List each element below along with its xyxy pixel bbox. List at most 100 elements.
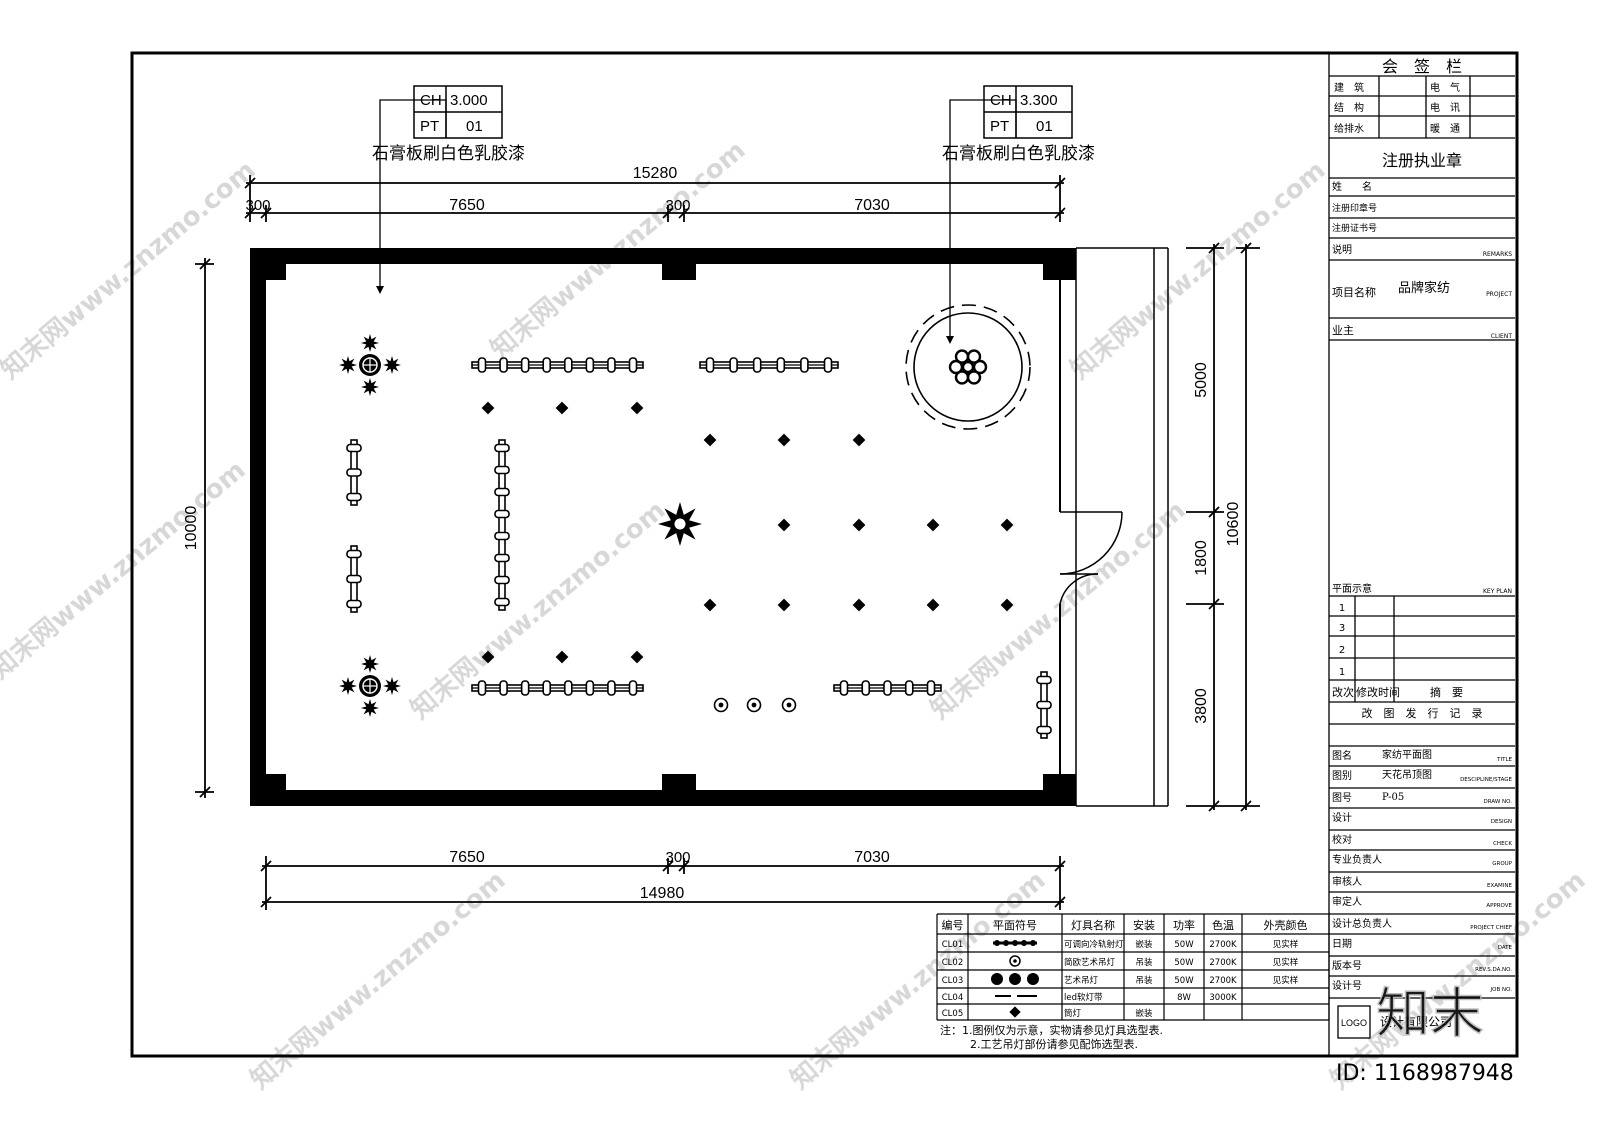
dim-bottom-seg-2: 300	[665, 849, 690, 866]
legend-header: 功率	[1173, 918, 1195, 932]
legend-cell: 见实样	[1273, 939, 1299, 950]
art-pendant-top-left	[339, 334, 401, 396]
dim-top-seg-4: 7030	[854, 197, 890, 214]
owner-en: CLIENT	[1491, 333, 1513, 340]
downlight	[852, 433, 866, 447]
round-pendant-flower	[948, 349, 988, 385]
tag-right-note: 石膏板刷白色乳胶漆	[942, 143, 1095, 164]
dim-right-total: 10600	[1225, 502, 1242, 547]
dim-bottom-seg-3: 7030	[854, 849, 890, 866]
field-en: REV.S.DA.NO.	[1475, 967, 1512, 973]
project-value: 品牌家纺	[1398, 280, 1450, 296]
dim-top-seg-2: 7650	[449, 197, 485, 214]
title-block	[1328, 53, 1515, 1056]
field-en: EXAMINE	[1487, 883, 1512, 889]
downlight	[852, 598, 866, 612]
pendant-ring-light	[746, 697, 762, 713]
downlight	[1000, 518, 1014, 532]
dim-top-seg-3: 300	[665, 197, 690, 214]
countersign-cell: 暖 通	[1430, 122, 1460, 135]
legend-cell: 2700K	[1209, 940, 1237, 950]
tag-left-pt-label: PT	[420, 118, 439, 135]
field-label: 审定人	[1332, 895, 1362, 908]
dim-top-total: 15280	[633, 165, 678, 182]
field-value: 天花吊顶图	[1382, 768, 1432, 781]
dimension-bottom	[260, 856, 1066, 910]
track-light-bottom-right	[833, 680, 942, 696]
revision-row-1: 1	[1339, 603, 1345, 614]
legend-cell: 吊装	[1135, 957, 1153, 968]
legend-cell: CL05	[942, 1009, 964, 1019]
field-en: CHECK	[1493, 841, 1512, 847]
countersign-cell: 结 构	[1334, 101, 1364, 114]
legend-cell: 50W	[1174, 940, 1194, 950]
field-label: 设计号	[1332, 979, 1362, 992]
watermark-3: 知末网www.znzmo.com	[1065, 155, 1331, 385]
legend-cell: 简欧艺术吊灯	[1064, 957, 1116, 968]
note-label: 说明	[1332, 243, 1352, 256]
field-value: 家纺平面图	[1382, 748, 1432, 761]
legend-cell: 见实样	[1273, 957, 1299, 968]
legend-cell: 8W	[1177, 993, 1191, 1003]
dim-left-total: 10000	[183, 506, 200, 551]
watermark-4: 知末网www.znzmo.com	[0, 455, 251, 685]
legend-cell: 见实样	[1273, 975, 1299, 986]
tag-left-pt-value: 01	[466, 118, 483, 135]
downlight	[926, 598, 940, 612]
downlight	[555, 401, 569, 415]
reg-stamp-title: 注册执业章	[1382, 151, 1462, 170]
field-en: DRAW NO.	[1484, 799, 1513, 805]
field-label: 设计	[1332, 811, 1352, 824]
countersign-cell: 电 气	[1430, 81, 1460, 94]
field-label: 专业负责人	[1332, 853, 1382, 866]
tag-left-note: 石膏板刷白色乳胶漆	[372, 143, 525, 164]
name-label: 姓 名	[1332, 180, 1372, 193]
field-value: P-05	[1382, 792, 1404, 803]
field-label: 图别	[1332, 770, 1352, 782]
revision-row-2: 3	[1339, 623, 1345, 634]
legend-symbol-cluster	[1009, 973, 1021, 985]
legend-header: 灯具名称	[1071, 918, 1115, 932]
ceiling-tag-right: CH 3.300 PT 01 石膏板刷白色乳胶漆	[942, 85, 1095, 344]
legend-cell: 2700K	[1209, 976, 1237, 986]
project-en: PROJECT	[1486, 291, 1512, 298]
downlight	[926, 518, 940, 532]
dim-bottom-total: 14980	[640, 885, 685, 902]
legend-cell: 2700K	[1209, 958, 1237, 968]
track-light-bottom-left	[471, 680, 644, 696]
field-en: DESIGN	[1491, 819, 1512, 825]
tag-right-ch-value: 3.300	[1020, 92, 1058, 109]
owner-label: 业主	[1332, 324, 1354, 337]
field-en: DATE	[1498, 945, 1513, 951]
legend-cell: 50W	[1174, 976, 1194, 986]
note-en: REMARKS	[1483, 251, 1512, 258]
legend-cell: CL04	[942, 993, 964, 1003]
watermark-7: 知末网www.znzmo.com	[245, 865, 511, 1095]
legend-cell: CL01	[942, 940, 964, 950]
track-light-right	[1036, 671, 1052, 739]
track-light-top-left	[471, 357, 644, 373]
downlight	[703, 433, 717, 447]
revision-header-1: 改次	[1332, 685, 1354, 699]
reg-seal-label: 注册印章号	[1332, 202, 1377, 214]
revision-footer: 改 图 发 行 记 录	[1362, 706, 1483, 720]
countersign-title: 会 签 栏	[1382, 57, 1462, 76]
field-label: 日期	[1332, 938, 1352, 950]
legend-note-2: 2.工艺吊灯部份请参见配饰选型表.	[970, 1037, 1138, 1051]
tag-left-ch-value: 3.000	[450, 92, 488, 109]
downlight	[630, 401, 644, 415]
dim-right-seg-2: 1800	[1193, 540, 1210, 576]
downlight	[555, 650, 569, 664]
legend-header: 安装	[1133, 918, 1155, 932]
legend-symbol-cluster	[1027, 973, 1039, 985]
revision-header-2: 修改时间	[1356, 685, 1400, 699]
downlight	[481, 401, 495, 415]
watermark-id: ID: 1168987948	[1336, 1061, 1514, 1086]
track-light-top-right	[699, 357, 839, 373]
downlight	[703, 598, 717, 612]
field-label: 图名	[1332, 749, 1352, 762]
revision-row-3: 2	[1339, 645, 1345, 656]
downlight	[777, 598, 791, 612]
legend-cell: 嵌装	[1135, 939, 1153, 950]
